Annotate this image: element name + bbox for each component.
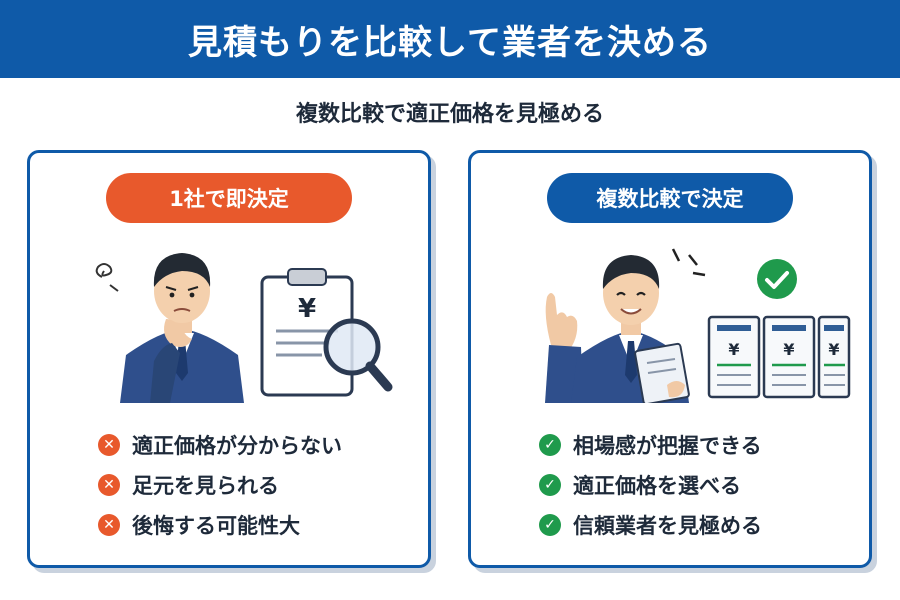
sheet-yen: ¥ <box>728 340 739 359</box>
document-icon <box>634 342 690 403</box>
confident-man-illustration: ¥ ¥ ¥ <box>545 248 851 403</box>
check-circle-icon: ✓ <box>539 434 561 456</box>
list-item: ✕ 足元を見られる <box>98 465 342 505</box>
clipboard-yen: ¥ <box>298 294 316 324</box>
page-title: 見積もりを比較して業者を決める <box>188 22 712 63</box>
list-item-label: 足元を見られる <box>132 474 279 498</box>
check-circle-icon: ✓ <box>539 474 561 496</box>
worry-scribble-icon <box>95 263 113 278</box>
list-item: ✓ 相場感が把握できる <box>539 425 762 465</box>
list-item: ✕ 後悔する可能性大 <box>98 505 342 545</box>
quote-sheet-2: ¥ <box>762 315 816 399</box>
single-company-label: 1社で即決定 <box>106 173 352 223</box>
list-item: ✕ 適正価格が分からない <box>98 425 342 465</box>
emphasis-line <box>688 254 698 266</box>
worried-man-illustration: ¥ <box>95 253 393 403</box>
list-item-label: 後悔する可能性大 <box>132 514 300 538</box>
clipboard-icon: ¥ <box>260 268 354 397</box>
emphasis-line <box>671 248 681 262</box>
multiple-comparison-label: 複数比較で決定 <box>547 173 793 223</box>
list-item: ✓ 信頼業者を見極める <box>539 505 762 545</box>
sheet-yen: ¥ <box>783 340 794 359</box>
quote-sheet-1: ¥ <box>707 315 761 399</box>
cross-circle-icon: ✕ <box>98 474 120 496</box>
list-item-label: 信頼業者を見極める <box>573 514 762 538</box>
emphasis-line <box>692 271 706 277</box>
quote-sheet-3: ¥ <box>817 315 851 399</box>
header-banner: 見積もりを比較して業者を決める <box>0 0 900 78</box>
sheet-yen: ¥ <box>828 340 839 359</box>
list-item-label: 適正価格が分からない <box>132 434 342 458</box>
list-item-label: 適正価格を選べる <box>573 474 741 498</box>
multiple-comparison-card: 複数比較で決定 ¥ <box>468 150 872 568</box>
page-subtitle: 複数比較で適正価格を見極める <box>295 102 604 127</box>
positive-points-list: ✓ 相場感が把握できる ✓ 適正価格を選べる ✓ 信頼業者を見極める <box>539 425 762 545</box>
negative-points-list: ✕ 適正価格が分からない ✕ 足元を見られる ✕ 後悔する可能性大 <box>98 425 342 545</box>
single-company-card: 1社で即決定 ¥ <box>27 150 431 568</box>
list-item-label: 相場感が把握できる <box>573 434 762 458</box>
cross-circle-icon: ✕ <box>98 514 120 536</box>
check-circle-icon: ✓ <box>539 514 561 536</box>
magnifier-icon <box>323 318 393 392</box>
cross-circle-icon: ✕ <box>98 434 120 456</box>
check-circle-icon <box>757 259 797 299</box>
list-item: ✓ 適正価格を選べる <box>539 465 762 505</box>
